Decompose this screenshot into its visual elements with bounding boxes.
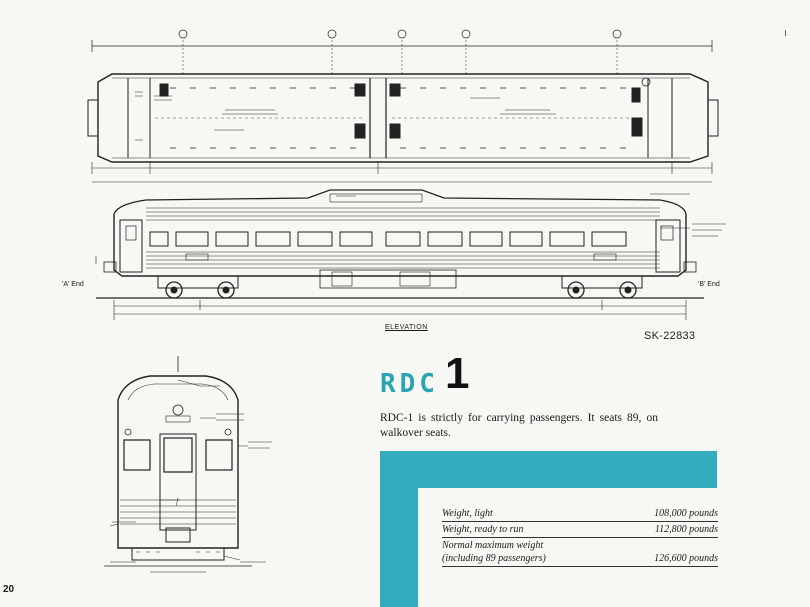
spec-value: 126,600 pounds xyxy=(654,553,718,564)
spec-value: 112,800 pounds xyxy=(654,524,718,535)
elevation-label: ELEVATION xyxy=(385,324,428,331)
a-end-label: 'A' End xyxy=(62,281,84,288)
b-end-label: 'B' End xyxy=(698,281,720,288)
specs-table: Weight, light 108,000 pounds Weight, rea… xyxy=(442,506,718,567)
page-number: 20 xyxy=(3,584,15,595)
end-view xyxy=(104,356,272,573)
margin-tick xyxy=(785,30,786,36)
plan-view xyxy=(87,29,719,183)
spec-value: 108,000 pounds xyxy=(654,508,718,519)
model-title-number: 1 xyxy=(444,349,470,398)
spec-label: Weight, light xyxy=(442,508,493,519)
spec-row: Normal maximum weight (including 89 pass… xyxy=(442,538,718,567)
spec-label: Weight, ready to run xyxy=(442,524,524,535)
elevation-view xyxy=(95,189,726,320)
model-title-letters: RDC xyxy=(380,369,439,399)
spec-label: Normal maximum weight (including 89 pass… xyxy=(442,540,546,564)
spec-row: Weight, light 108,000 pounds xyxy=(442,506,718,522)
spec-row: Weight, ready to run 112,800 pounds xyxy=(442,522,718,538)
sheet-number: SK-22833 xyxy=(644,330,696,342)
specs-panel xyxy=(418,488,717,607)
model-description: RDC-1 is strictly for carrying passenger… xyxy=(380,412,658,439)
